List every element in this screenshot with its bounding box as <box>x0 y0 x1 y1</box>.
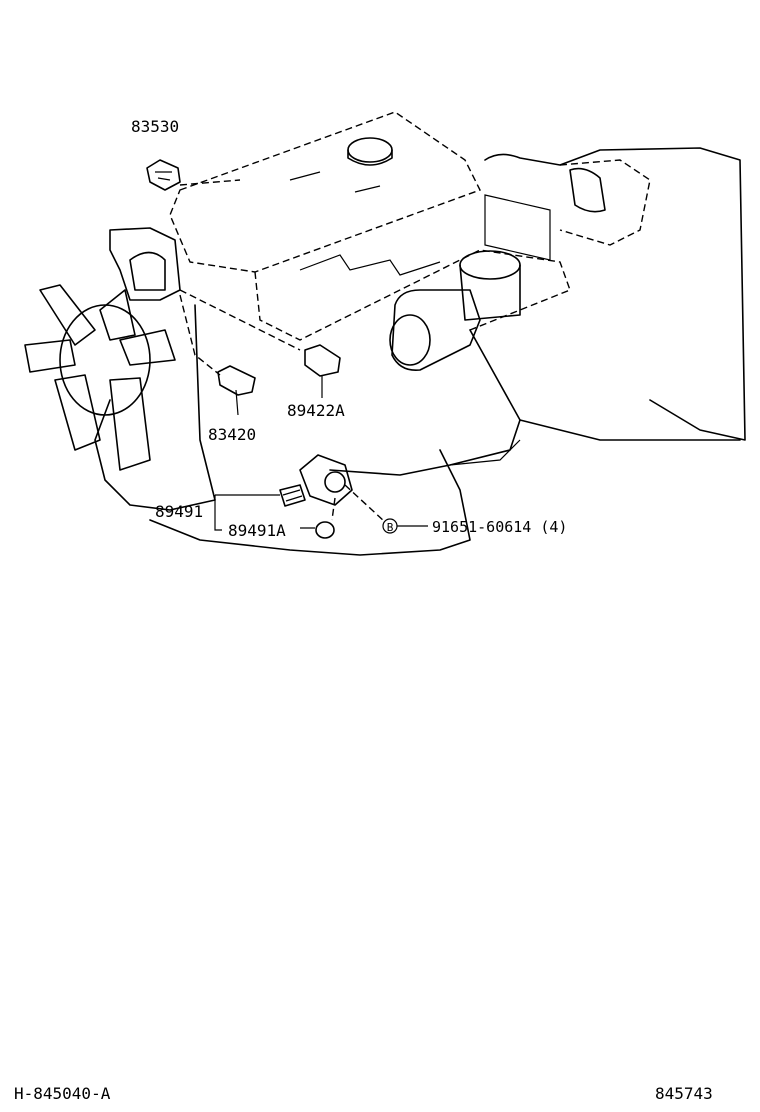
fan-blade-4 <box>109 377 151 471</box>
sensor-connector-icon <box>279 484 306 507</box>
pipe-opening <box>389 314 431 366</box>
part-89422a-sensor <box>304 344 341 398</box>
label-89422a: 89422A <box>287 401 345 420</box>
water-outlet-body <box>459 264 521 321</box>
cooling-fan <box>24 284 176 471</box>
crank-sensor-hole-icon <box>324 471 346 493</box>
label-83420: 83420 <box>208 425 256 444</box>
leader-89422a-dash <box>179 289 301 351</box>
water-pump-front <box>129 251 166 291</box>
footer-left-code: H-845040-A <box>14 1084 111 1103</box>
block-side-line <box>519 419 741 441</box>
cylinder-block-outline <box>94 304 521 556</box>
fan-blade-1 <box>39 284 96 346</box>
crank-sensor-bracket-icon <box>299 454 353 506</box>
leader-83420 <box>235 389 239 416</box>
water-inlet-pipe <box>391 289 481 372</box>
label-91651: 91651-60614 (4) <box>432 518 567 536</box>
intake-port <box>569 167 606 213</box>
block-edge <box>449 439 521 466</box>
intake-dash-outline <box>559 159 651 246</box>
cover-ribs <box>289 171 441 276</box>
oil-pressure-switch-icon <box>146 159 181 191</box>
connector-lines <box>282 489 303 502</box>
part-83420-sender <box>217 365 256 416</box>
o-ring-icon <box>315 521 335 539</box>
water-outlet <box>459 250 521 280</box>
oil-filler-cap <box>347 137 393 163</box>
intake-manifold <box>484 147 746 441</box>
bolt-marker-letter: B <box>387 521 394 534</box>
leader-89491-bracket <box>214 494 315 531</box>
leader-83420-dash <box>179 294 221 376</box>
switch-detail <box>155 171 172 181</box>
footer-right-code: 845743 <box>655 1084 713 1103</box>
part-89491a-oring <box>315 521 335 539</box>
fan-blade-2 <box>24 339 76 373</box>
temperature-sender-icon <box>217 365 256 396</box>
engine-drawing <box>24 111 746 556</box>
crank-sensor-dash <box>331 484 386 523</box>
water-temp-sensor-icon <box>304 344 341 377</box>
fan-blade-6 <box>99 289 136 341</box>
part-89491-crank-sensor <box>279 454 353 507</box>
part-83530-switch <box>146 159 181 191</box>
label-83530: 83530 <box>131 117 179 136</box>
head-cover-outline <box>169 111 481 273</box>
leader-83530-dash <box>179 179 241 186</box>
fan-blade-3 <box>54 374 101 451</box>
label-89491: 89491 <box>155 502 203 521</box>
head-cover-lower-outline <box>254 249 571 341</box>
oil-filler-cap-side <box>347 149 393 166</box>
fan-blade-5 <box>119 329 176 366</box>
water-pump-housing <box>109 227 181 301</box>
intake-bracket <box>484 194 551 261</box>
label-89491a: 89491A <box>228 521 286 540</box>
